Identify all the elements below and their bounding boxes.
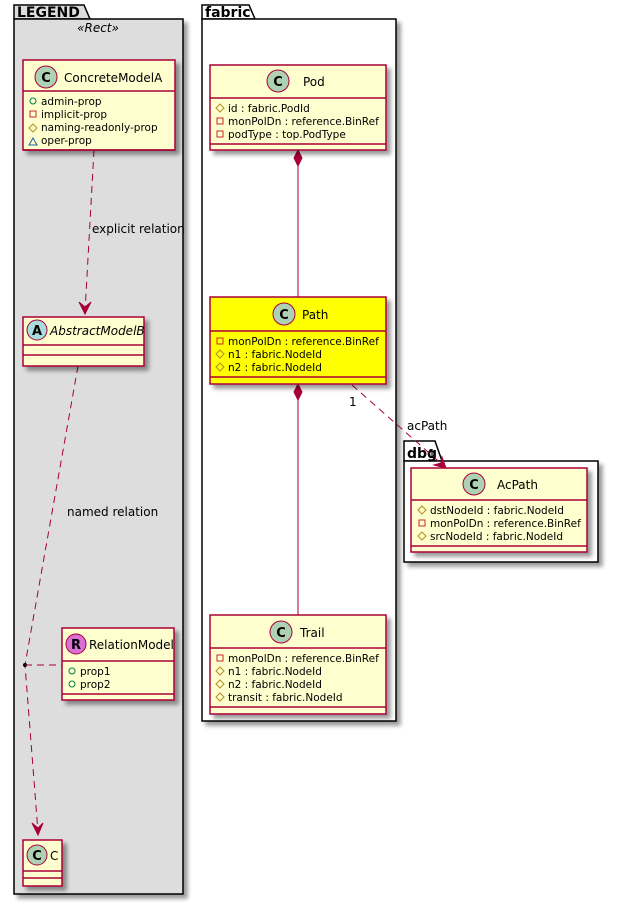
- class-c-icon: [462, 472, 486, 496]
- class-abstract-model-b[interactable]: A AbstractModelB: [22, 316, 145, 367]
- svg-text:C: C: [279, 308, 289, 323]
- class-box: [209, 64, 387, 151]
- attribute: id : fabric.PodId: [228, 103, 310, 115]
- label-explicit-relation: explicit relation: [92, 222, 185, 236]
- class-c[interactable]: C C: [22, 839, 63, 887]
- class-name: Pod: [303, 75, 325, 89]
- private-visibility-icon: [216, 337, 224, 345]
- dbg-package-name: dbg: [407, 446, 437, 462]
- edge-explicit-arrowhead: [78, 301, 92, 316]
- attribute: prop2: [80, 679, 111, 691]
- attribute: n2 : fabric.NodeId: [228, 362, 322, 374]
- attribute: srcNodeId : fabric.NodeId: [430, 531, 563, 543]
- svg-text:C: C: [273, 75, 283, 90]
- protected-visibility-icon: [215, 103, 225, 113]
- class-relation-model[interactable]: R RelationModel prop1 prop2: [61, 627, 175, 701]
- class-name: ConcreteModelA: [64, 71, 163, 85]
- attribute: naming-readonly-prop: [41, 122, 158, 134]
- class-trail[interactable]: C Trail monPolDn : reference.BinRef n1 :…: [209, 614, 387, 715]
- svg-text:C: C: [276, 626, 286, 641]
- acpath-source-multiplicity: 1: [349, 395, 357, 409]
- class-c-icon: [26, 844, 48, 866]
- attribute: oper-prop: [41, 135, 92, 147]
- protected-visibility-icon: [215, 679, 225, 689]
- public-visibility-icon: [29, 97, 37, 105]
- class-box: [209, 296, 387, 385]
- legend-package-name: LEGEND: [17, 5, 80, 21]
- edges: explicit relation named relation 1 acPat…: [23, 148, 447, 837]
- composition-diamond-path: [293, 382, 303, 402]
- attribute: transit : fabric.NodeId: [228, 692, 343, 704]
- private-visibility-icon: [216, 117, 224, 125]
- attribute: monPolDn : reference.BinRef: [430, 518, 581, 530]
- svg-text:C: C: [469, 478, 479, 493]
- package-visibility-icon: [28, 136, 38, 146]
- label-acpath: acPath: [407, 419, 447, 433]
- protected-visibility-icon: [417, 505, 427, 515]
- label-named-relation: named relation: [67, 505, 158, 519]
- protected-visibility-icon: [215, 362, 225, 372]
- class-name: C: [50, 849, 58, 863]
- class-name: AcPath: [497, 478, 538, 492]
- attribute: monPolDn : reference.BinRef: [228, 116, 379, 128]
- private-visibility-icon: [29, 110, 37, 118]
- attribute: prop1: [80, 666, 111, 678]
- class-pod[interactable]: C Pod id : fabric.PodId monPolDn : refer…: [209, 64, 387, 151]
- legend-package-body: [13, 18, 184, 895]
- attribute: monPolDn : reference.BinRef: [228, 653, 379, 665]
- attribute: implicit-prop: [41, 109, 107, 121]
- class-name: AbstractModelB: [49, 324, 145, 338]
- attribute: dstNodeId : fabric.NodeId: [430, 505, 564, 517]
- attribute: n1 : fabric.NodeId: [228, 666, 322, 678]
- attribute: podType : top.PodType: [228, 129, 346, 141]
- private-visibility-icon: [216, 130, 224, 138]
- protected-visibility-icon: [28, 123, 38, 133]
- attribute: admin-prop: [41, 96, 102, 108]
- class-c-icon: [266, 69, 290, 93]
- class-c-icon: [34, 65, 58, 89]
- attribute: n2 : fabric.NodeId: [228, 679, 322, 691]
- composition-diamond-pod: [293, 148, 303, 168]
- fabric-package-name: fabric: [205, 5, 251, 21]
- public-visibility-icon: [68, 680, 76, 688]
- edge-explicit-relation: [84, 149, 95, 313]
- legend-package: LEGEND «Rect»: [13, 4, 184, 895]
- legend-stereotype: «Rect»: [77, 21, 119, 35]
- private-visibility-icon: [418, 519, 426, 527]
- svg-text:C: C: [41, 71, 51, 86]
- protected-visibility-icon: [215, 349, 225, 359]
- class-c-icon: [272, 302, 296, 326]
- private-visibility-icon: [216, 654, 224, 662]
- edge-acpath: [351, 384, 446, 468]
- class-concrete-model-a[interactable]: C ConcreteModelA admin-prop implicit-pro…: [22, 59, 176, 151]
- class-box: [410, 467, 588, 553]
- class-name: RelationModel: [89, 638, 174, 652]
- svg-text:R: R: [71, 638, 81, 653]
- protected-visibility-icon: [417, 531, 427, 541]
- svg-text:C: C: [32, 849, 42, 864]
- class-path[interactable]: C Path monPolDn : reference.BinRef n1 : …: [209, 296, 387, 385]
- attribute: monPolDn : reference.BinRef: [228, 336, 379, 348]
- acpath-target-multiplicity: 1: [428, 447, 436, 461]
- relation-r-icon: [65, 633, 87, 655]
- edge-named-arrowhead: [31, 822, 44, 837]
- class-ac-path[interactable]: C AcPath dstNodeId : fabric.NodeId monPo…: [410, 467, 588, 553]
- edge-acpath-arrowhead: [432, 455, 447, 469]
- public-visibility-icon: [68, 667, 76, 675]
- protected-visibility-icon: [215, 692, 225, 702]
- class-box: [209, 614, 387, 715]
- class-name: Path: [302, 308, 328, 322]
- svg-text:A: A: [32, 324, 42, 339]
- protected-visibility-icon: [215, 666, 225, 676]
- abstract-a-icon: [26, 319, 48, 341]
- class-c-icon: [269, 620, 293, 644]
- attribute: n1 : fabric.NodeId: [228, 349, 322, 361]
- class-name: Trail: [299, 626, 325, 640]
